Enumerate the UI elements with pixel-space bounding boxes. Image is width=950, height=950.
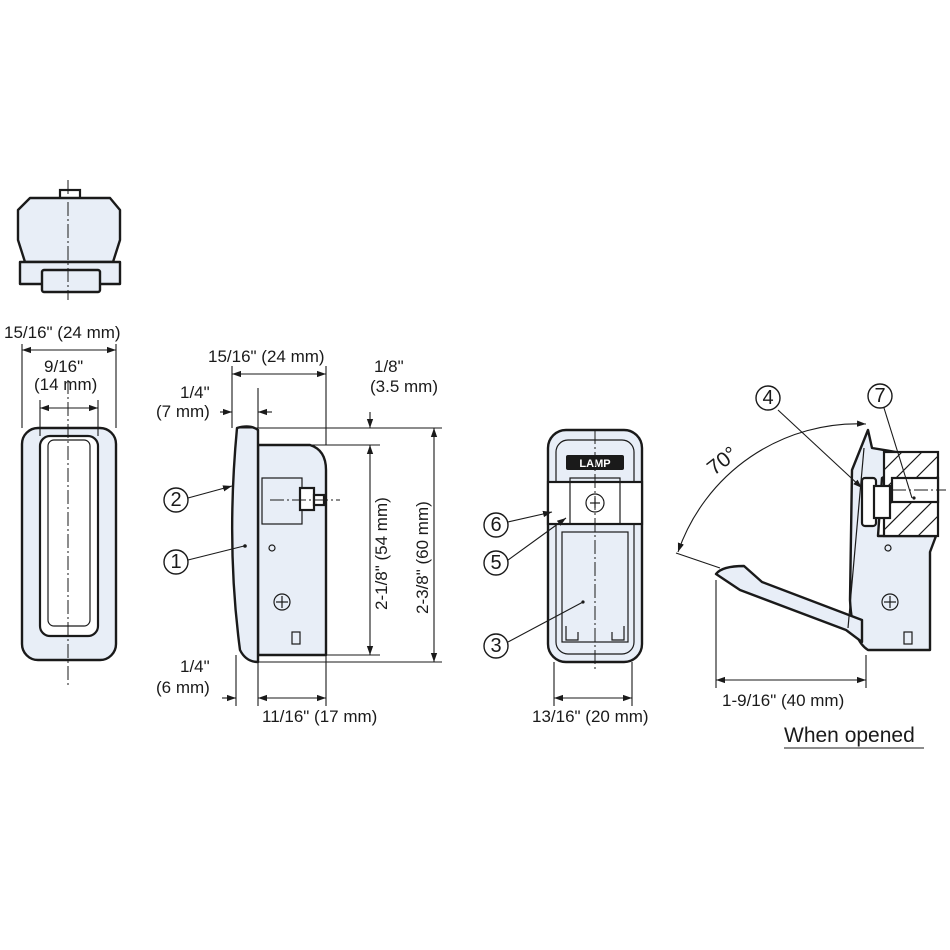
- callout-5-circle: [483, 550, 509, 576]
- callout-4-label: 4: [762, 387, 773, 409]
- opened-angle-arc: [677, 420, 867, 553]
- front-view-handle: [47, 439, 91, 627]
- opened-reach-label: 1-9/16" (40 mm): [722, 691, 844, 710]
- side-offset-top-in: 1/4": [180, 383, 210, 402]
- side-view-lever: [230, 425, 260, 664]
- front-inner-label-mm: (14 mm): [34, 375, 97, 394]
- front-inner-label-in: 9/16": [44, 357, 83, 376]
- side-offset-top-mm: (7 mm): [156, 402, 210, 421]
- opened-view: 70° 1-9/16" (40 mm) When opened 4 7: [675, 383, 946, 749]
- opened-caption: When opened: [784, 724, 915, 747]
- opened-angle-label: 70°: [703, 442, 742, 480]
- front-width-label: 15/16" (24 mm): [4, 323, 121, 342]
- callout-7-circle: [867, 383, 893, 409]
- side-offset-bottom-mm: (6 mm): [156, 678, 210, 697]
- callout-6-circle: [483, 512, 509, 538]
- rear-view-screw: [585, 493, 605, 513]
- side-offset-bottom-in: 1/4": [180, 657, 210, 676]
- side-height-inner-label: 2-1/8" (54 mm): [372, 497, 391, 610]
- rear-width-label: 13/16" (20 mm): [532, 707, 649, 726]
- callout-3-circle: [483, 633, 509, 659]
- callout-1-circle: [163, 549, 189, 575]
- opened-view-lever: [714, 564, 864, 644]
- callout-5-label: 5: [490, 552, 501, 574]
- callout-7-label: 7: [874, 385, 885, 407]
- top-view-body: [16, 196, 122, 264]
- callout-4-circle: [755, 385, 781, 411]
- side-view-screw: [273, 593, 291, 611]
- opened-view-screw: [881, 593, 899, 611]
- callout-1-label: 1: [170, 551, 181, 573]
- side-height-outer-label: 2-3/8" (60 mm): [413, 501, 432, 614]
- callout-2-circle: [163, 487, 189, 513]
- callout-6-label: 6: [490, 514, 501, 536]
- rear-view: LAMP 13/16" (20 mm) 6 5 3: [483, 428, 649, 726]
- side-width-label: 15/16" (24 mm): [208, 347, 325, 366]
- side-depth-label: 11/16" (17 mm): [262, 707, 377, 726]
- side-lip-mm: (3.5 mm): [370, 377, 438, 396]
- front-view: 15/16" (24 mm) 9/16" (14 mm): [4, 323, 121, 688]
- side-view-housing: [256, 443, 328, 657]
- side-lip-in: 1/8": [374, 357, 404, 376]
- side-view-latch: [298, 486, 316, 512]
- callout-2-label: 2: [170, 489, 181, 511]
- top-view: [16, 180, 122, 300]
- callout-3-label: 3: [490, 635, 501, 657]
- top-view-tab: [40, 268, 102, 294]
- side-view: 15/16" (24 mm) 1/4" (7 mm) 1/4" (6 mm) 1…: [156, 347, 442, 726]
- front-view-recess: [38, 434, 100, 638]
